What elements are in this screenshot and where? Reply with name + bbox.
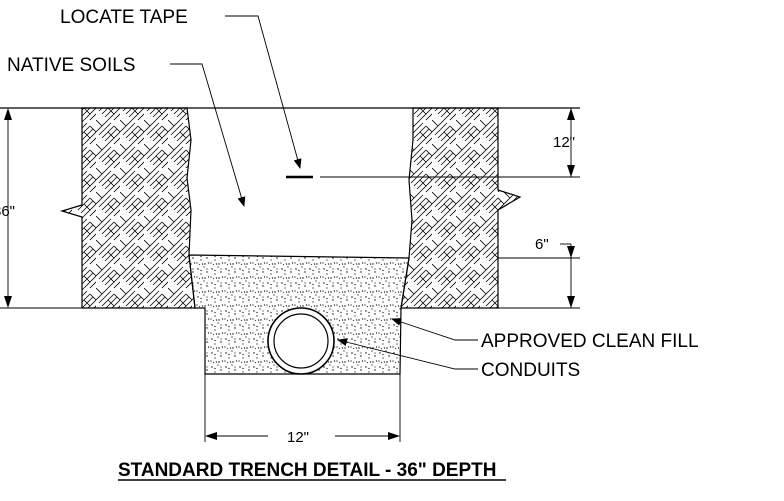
total-depth-dimension: [4, 108, 12, 308]
ground-lines: [0, 107, 580, 309]
conduit-pipe: [267, 307, 335, 375]
drawing-title: STANDARD TRENCH DETAIL - 36" DEPTH: [118, 460, 496, 481]
total-depth-label: 36": [0, 203, 15, 220]
left-native-soil: [59, 107, 196, 309]
tape-depth-dimension: [567, 108, 575, 177]
leader-conduits: [337, 338, 478, 370]
approved-clean-fill-label: APPROVED CLEAN FILL: [481, 331, 699, 352]
conduits-label: CONDUITS: [481, 360, 580, 381]
leader-approved-clean-fill: [391, 318, 478, 341]
fill-cover-dimension: [560, 243, 575, 308]
trench-width-dimension: [204, 374, 401, 442]
tape-depth-label: 12": [553, 134, 575, 151]
trench-width-label: 12": [287, 429, 309, 446]
right-native-soil: [400, 107, 522, 309]
leader-locate-tape: [225, 15, 302, 169]
fill-cover-label: 6": [535, 236, 549, 253]
locate-tape-label: LOCATE TAPE: [60, 7, 188, 28]
leader-native-soils: [170, 63, 246, 207]
native-soils-label: NATIVE SOILS: [7, 55, 135, 76]
